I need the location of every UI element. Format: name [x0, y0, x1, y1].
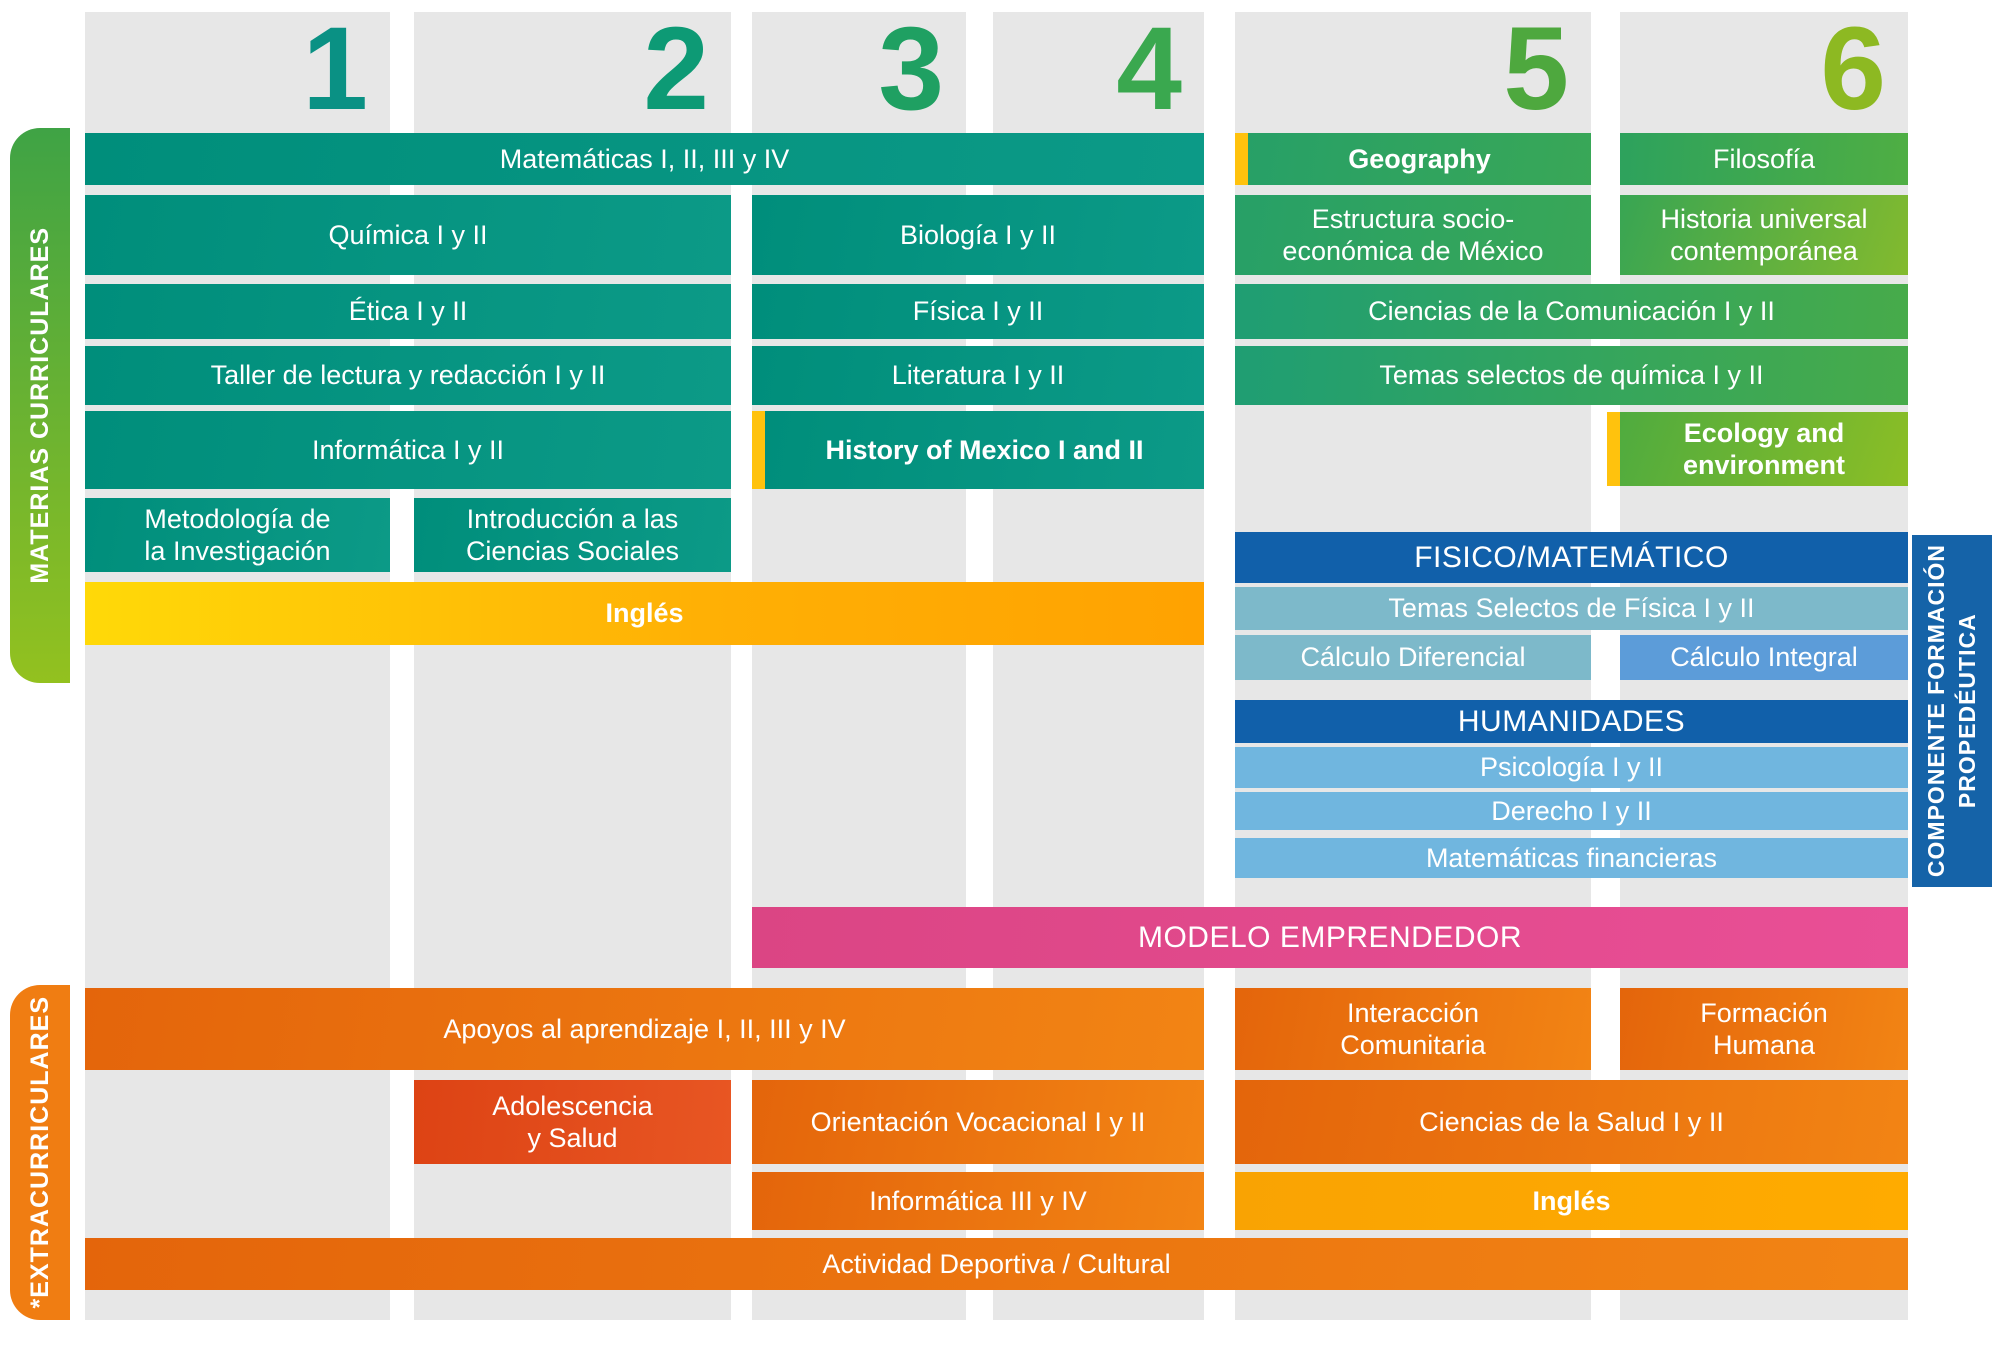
course-actividad-deportiva-cultural: Actividad Deportiva / Cultural [85, 1238, 1908, 1290]
course-biologia: Biología I y II [752, 195, 1204, 275]
course-fisica: Física I y II [752, 284, 1204, 339]
course-informatica-3-4: Informática III y IV [752, 1172, 1204, 1230]
course-ingles-5-6: Inglés [1235, 1172, 1908, 1230]
course-etica: Ética I y II [85, 284, 731, 339]
course-temas-fisica: Temas Selectos de Física I y II [1235, 587, 1908, 630]
course-historia-universal: Historia universal contemporánea [1620, 195, 1908, 275]
extracurriculares-tab: *EXTRACURRICULARES [10, 985, 70, 1320]
componente-formacion-propedeutica-tab: COMPONENTE FORMACIÓN PROPEDÉUTICA [1912, 535, 1992, 887]
course-introduccion-sociales: Introducción a las Ciencias Sociales [414, 498, 731, 572]
semester-6-number: 6 [1820, 3, 1886, 136]
course-orientacion-vocacional: Orientación Vocacional I y II [752, 1080, 1204, 1164]
humanidades-header: HUMANIDADES [1235, 700, 1908, 743]
course-metodologia: Metodología de la Investigación [85, 498, 390, 572]
course-informatica-1-2: Informática I y II [85, 411, 731, 489]
course-quimica: Química I y II [85, 195, 731, 275]
semester-1-number: 1 [302, 3, 368, 136]
materias-curriculares-tab: MATERIAS CURRICULARES [10, 128, 70, 683]
course-ciencias-comunicacion: Ciencias de la Comunicación I y II [1235, 284, 1908, 339]
course-ecology-environment: Ecology and environment [1607, 412, 1908, 486]
extracurriculares-label: *EXTRACURRICULARES [25, 996, 54, 1309]
course-estructura-socioeconomica: Estructura socio- económica de México [1235, 195, 1591, 275]
course-filosofia: Filosofía [1620, 133, 1908, 185]
course-history-of-mexico: History of Mexico I and II [752, 411, 1204, 489]
course-calculo-diferencial: Cálculo Diferencial [1235, 635, 1591, 680]
modelo-emprendedor-bar: MODELO EMPRENDEDOR [752, 907, 1908, 968]
course-ciencias-salud: Ciencias de la Salud I y II [1235, 1080, 1908, 1164]
course-calculo-integral: Cálculo Integral [1620, 635, 1908, 680]
course-geography: Geography [1235, 133, 1591, 185]
componente-formacion-propedeutica-label: COMPONENTE FORMACIÓN PROPEDÉUTICA [1922, 544, 1980, 878]
course-psicologia: Psicología I y II [1235, 747, 1908, 788]
fisico-matematico-header: FISICO/MATEMÁTICO [1235, 532, 1908, 583]
course-interaccion-comunitaria: Interacción Comunitaria [1235, 988, 1591, 1070]
course-matematicas-financieras: Matemáticas financieras [1235, 838, 1908, 878]
semester-3-number: 3 [878, 3, 944, 136]
semester-2-number: 2 [643, 3, 709, 136]
course-matematicas: Matemáticas I, II, III y IV [85, 133, 1204, 185]
semester-4-number: 4 [1116, 3, 1182, 136]
semester-5-number: 5 [1503, 3, 1569, 136]
materias-curriculares-label: MATERIAS CURRICULARES [25, 227, 54, 584]
course-formacion-humana: Formación Humana [1620, 988, 1908, 1070]
course-taller-lectura: Taller de lectura y redacción I y II [85, 346, 731, 405]
course-adolescencia-salud: Adolescencia y Salud [414, 1080, 731, 1164]
course-temas-quimica: Temas selectos de química I y II [1235, 346, 1908, 405]
course-derecho: Derecho I y II [1235, 792, 1908, 830]
course-literatura: Literatura I y II [752, 346, 1204, 405]
course-apoyos-aprendizaje: Apoyos al aprendizaje I, II, III y IV [85, 988, 1204, 1070]
course-ingles-1-4: Inglés [85, 582, 1204, 645]
